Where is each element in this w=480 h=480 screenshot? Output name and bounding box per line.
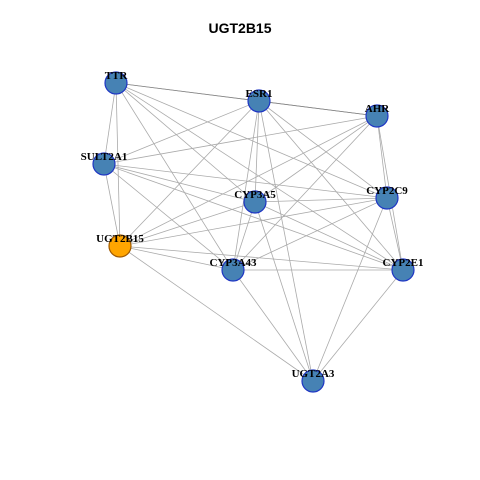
edge-ugt2b15-cyp2e1 [119,245,404,271]
edge-sult2a1-cyp2c9 [103,163,388,199]
edge-ugt2b15-ugt2a3 [119,245,314,382]
edge-ttr-ugt2b15 [115,82,121,247]
edge-ttr-cyp3a43 [115,82,234,271]
edge-sult2a1-cyp3a5 [103,163,256,203]
edge-ugt2b15-cyp3a43 [119,245,234,271]
edge-cyp2c9-ugt2a3 [312,197,388,382]
edge-sult2a1-cyp3a43 [103,163,234,271]
edge-ttr-cyp2e1 [115,82,404,271]
edge-ttr-cyp2c9 [115,82,388,199]
node-label-ugt2a3: UGT2A3 [292,368,335,380]
node-circle-cyp3a43 [221,258,245,282]
edge-ahr-cyp3a43 [232,115,378,271]
node-ttr: TTR [104,70,129,95]
edge-esr1-ugt2b15 [119,100,260,247]
edge-cyp3a5-cyp2c9 [254,197,388,203]
node-esr1: ESR1 [246,88,273,113]
node-label-cyp2e1: CYP2E1 [383,257,424,269]
edge-cyp2c9-cyp2e1 [386,197,404,271]
node-label-cyp2c9: CYP2C9 [366,185,408,197]
edge-cyp3a5-cyp2e1 [254,201,404,271]
edge-cyp2c9-ugt2b15 [119,197,388,247]
edge-ttr-sult2a1 [103,82,117,165]
edge-esr1-cyp3a43 [232,100,260,271]
edge-esr1-cyp3a5 [254,100,260,203]
node-circle-cyp2e1 [391,258,415,282]
edge-esr1-ahr [258,100,378,117]
node-circle-cyp2c9 [375,186,399,210]
edge-ahr-sult2a1 [103,115,378,165]
node-label-ttr: TTR [105,70,129,82]
node-label-cyp3a5: CYP3A5 [234,189,276,201]
edge-cyp3a5-ugt2a3 [254,201,314,382]
node-cyp3a43: CYP3A43 [209,257,257,282]
node-label-esr1: ESR1 [246,88,273,100]
edge-cyp2e1-ugt2a3 [312,269,404,382]
node-circle-ugt2a3 [301,369,325,393]
edge-ahr-cyp2c9 [376,115,388,199]
edge-esr1-cyp2c9 [258,100,388,199]
node-label-sult2a1: SULT2A1 [81,151,128,163]
edge-ahr-cyp3a5 [254,115,378,203]
node-circle-ttr [104,71,128,95]
node-ahr: AHR [365,103,391,128]
edge-cyp3a43-ugt2a3 [232,269,314,382]
edge-esr1-cyp2e1 [258,100,404,271]
node-label-cyp3a43: CYP3A43 [209,257,257,269]
edge-cyp3a5-cyp3a43 [232,201,256,271]
edge-esr1-ugt2a3 [258,100,314,382]
edge-sult2a1-cyp2e1 [103,163,404,271]
node-sult2a1: SULT2A1 [81,151,128,176]
node-circle-sult2a1 [92,152,116,176]
node-cyp2c9: CYP2C9 [366,185,408,210]
figure-title: UGT2B15 [208,20,272,36]
edge-layer [103,82,404,382]
node-ugt2a3: UGT2A3 [292,368,335,393]
node-cyp2e1: CYP2E1 [383,257,424,282]
edge-esr1-sult2a1 [103,100,260,165]
node-ugt2b15: UGT2B15 [96,233,144,258]
node-circle-ahr [365,104,389,128]
node-cyp3a5: CYP3A5 [234,189,276,214]
edge-cyp3a5-ugt2b15 [119,201,256,247]
node-circle-esr1 [247,89,271,113]
node-label-ahr: AHR [365,103,391,115]
node-circle-cyp3a5 [243,190,267,214]
node-circle-ugt2b15 [108,234,132,258]
edge-ttr-cyp3a5 [115,82,256,203]
node-label-ugt2b15: UGT2B15 [96,233,144,245]
edge-sult2a1-ugt2b15 [103,163,121,247]
